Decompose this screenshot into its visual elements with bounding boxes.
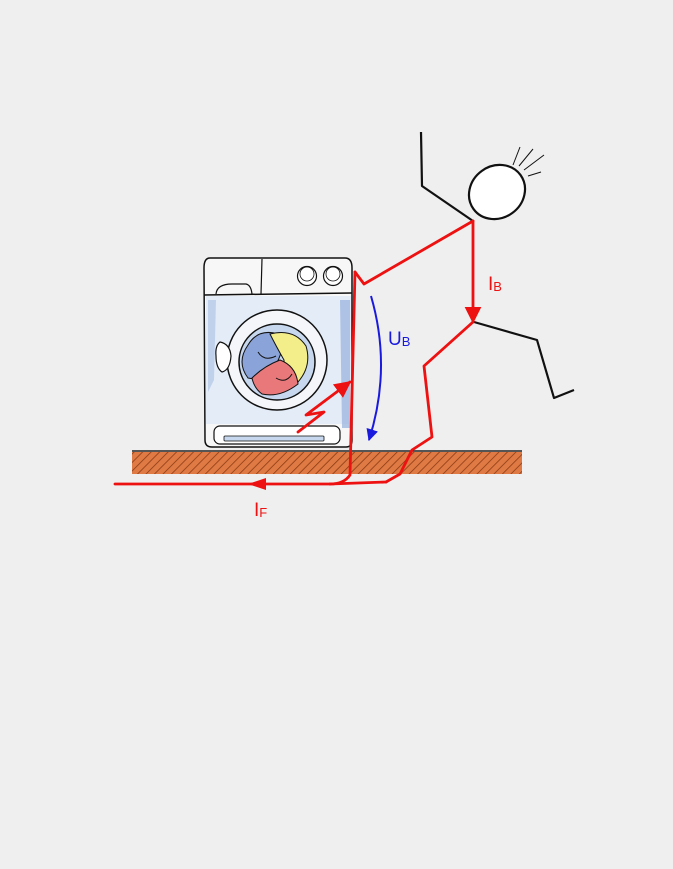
laundry-fold-2 [275,373,293,381]
current-path [113,219,482,486]
fault-current-arrowhead [248,478,266,490]
washing-machine-icon [203,257,353,448]
control-knob-left [296,265,318,287]
person-left-leg-current [384,320,475,484]
machine-left-shade [208,300,216,392]
ground-hatch [132,452,522,474]
insulation-fault-zigzag [296,380,352,434]
laundry-fold-1 [257,351,277,359]
touch-voltage-label: UB [388,329,410,350]
control-knob-left-inner [299,266,315,282]
person-head [467,163,527,221]
control-panel-edge [203,292,353,296]
stick-figure-person [419,131,575,400]
person-right-leg [473,320,575,400]
control-panel-divider [260,258,263,295]
machine-base-slot [223,435,325,442]
body-current-label: IB [488,274,502,295]
shock-spark-lines [512,146,545,177]
control-knob-right [322,265,344,287]
arm-touching-machine [353,219,475,286]
ground [132,450,522,474]
ground-return-current [328,480,388,486]
fault-current-label: IF [254,500,267,521]
laundry-red [251,359,299,396]
control-knob-right-inner [325,266,341,282]
laundry-inside [241,331,309,396]
person-raised-arm [419,131,474,222]
detergent-drawer [215,283,253,295]
touch-voltage-arrow [366,295,383,442]
door-handle [215,341,232,373]
